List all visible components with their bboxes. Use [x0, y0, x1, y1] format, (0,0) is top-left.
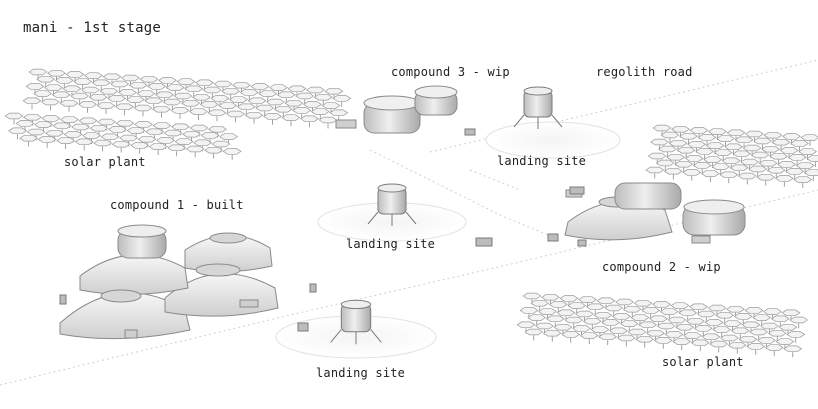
landers: [330, 86, 563, 345]
label-landing-site-top: landing site: [497, 154, 587, 168]
label-regolith-road: regolith road: [596, 65, 693, 79]
label-solar-plant-bottom: solar plant: [662, 355, 744, 369]
page-title: mani - 1st stage: [23, 20, 162, 36]
label-landing-site-mid: landing site: [346, 237, 436, 251]
label-solar-plant-top: solar plant: [64, 155, 146, 169]
solar-panel-fields: [4, 68, 818, 358]
label-compound-3: compound 3 - wip: [391, 65, 510, 79]
compound-1-structures: [59, 224, 279, 340]
rovers: [59, 128, 587, 332]
label-compound-1: compound 1 - built: [110, 198, 244, 212]
compound-2-structures: [564, 182, 746, 244]
label-landing-site-bottom: landing site: [316, 366, 406, 380]
label-compound-2: compound 2 - wip: [602, 260, 721, 274]
compound-3-structures: [335, 85, 458, 134]
